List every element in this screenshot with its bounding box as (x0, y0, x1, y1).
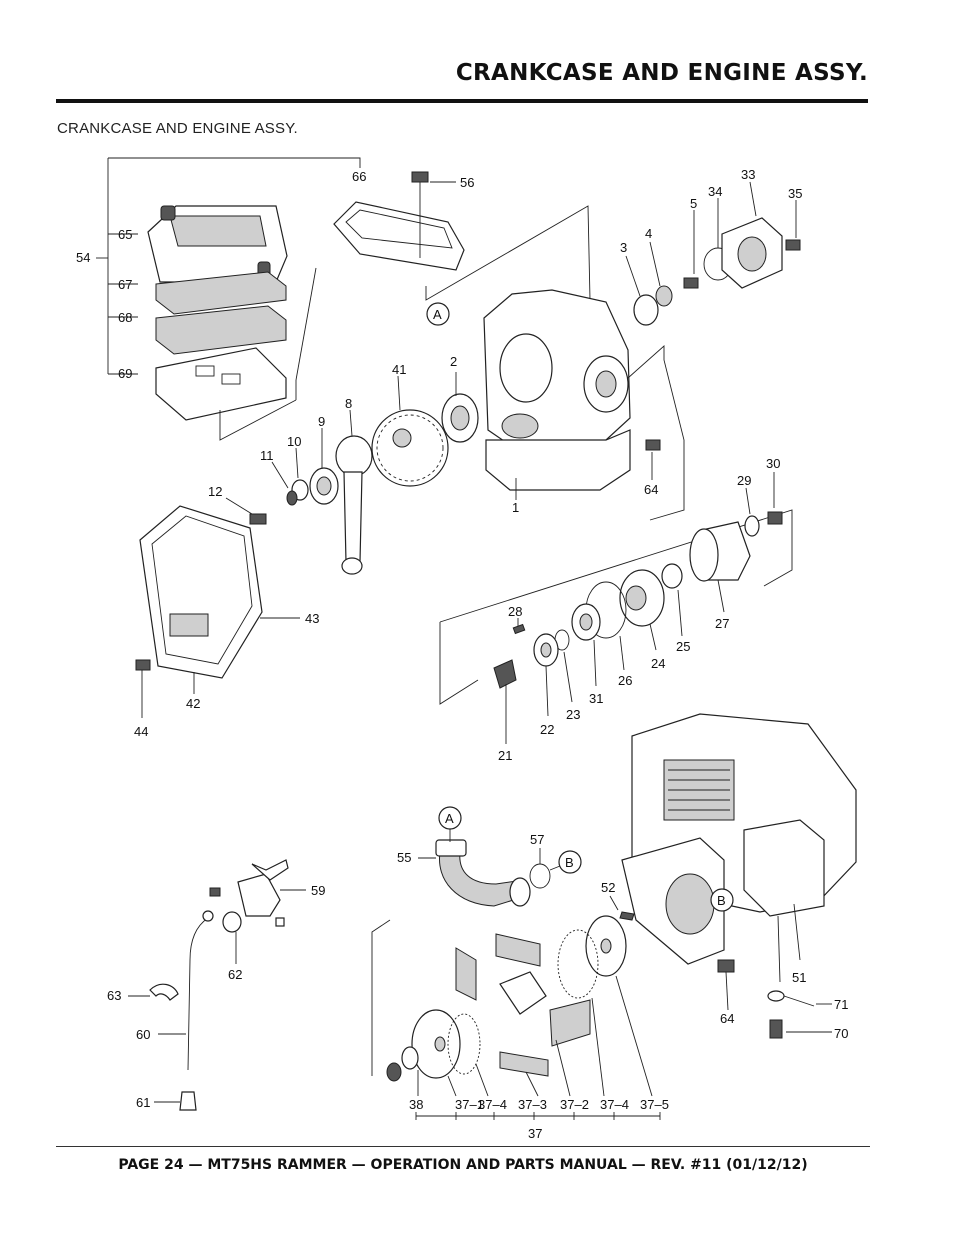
part-label: 37–1 (455, 1097, 484, 1112)
part-label: 68 (118, 310, 132, 325)
part-label: 57 (530, 832, 544, 847)
footer-divider (56, 1146, 870, 1147)
part-label: 52 (601, 880, 615, 895)
part-label: 26 (618, 673, 632, 688)
clutch-assembly (439, 472, 793, 744)
callout-markers: A A B B (426, 302, 734, 912)
part-label: 70 (834, 1026, 848, 1041)
diagram-caption: CRANKCASE AND ENGINE ASSY. (57, 120, 298, 137)
part-label: 41 (392, 362, 406, 377)
part-label: 28 (508, 604, 522, 619)
part-label: 1 (512, 500, 519, 515)
part-label: 37–2 (560, 1097, 589, 1112)
part-label: 51 (792, 970, 806, 985)
part-label: 56 (460, 175, 474, 190)
part-label: 12 (208, 484, 222, 499)
part-label: 62 (228, 967, 242, 982)
title-divider (56, 99, 868, 103)
part-label: 38 (409, 1097, 423, 1112)
part-label: 37–5 (640, 1097, 669, 1112)
part-label: 60 (136, 1027, 150, 1042)
part-label: 65 (118, 227, 132, 242)
part-label: 44 (134, 724, 148, 739)
part-label: 21 (498, 748, 512, 763)
part-label: 37 (528, 1126, 542, 1141)
part-label: 29 (737, 473, 751, 488)
part-label: 10 (287, 434, 301, 449)
part-label: 63 (107, 988, 121, 1003)
page-title: CRANKCASE AND ENGINE ASSY. (455, 60, 868, 86)
part-label: 22 (540, 722, 554, 737)
part-label: 64 (644, 482, 658, 497)
part-label: 42 (186, 696, 200, 711)
part-label: 8 (345, 396, 352, 411)
part-label: 69 (118, 366, 132, 381)
part-label: 64 (720, 1011, 734, 1026)
callout-b-clamp: B (565, 855, 574, 870)
part-label: 34 (708, 184, 722, 199)
intake-elbow-assembly (418, 828, 561, 907)
part-label: 33 (741, 167, 755, 182)
part-label: 9 (318, 414, 325, 429)
part-label: 37–4 (600, 1097, 629, 1112)
clutch-shoe-assembly (371, 915, 661, 1120)
part-label: 24 (651, 656, 665, 671)
part-label: 55 (397, 850, 411, 865)
callout-a-bottom: A (445, 811, 454, 826)
part-label: 43 (305, 611, 319, 626)
part-label: 37–4 (478, 1097, 507, 1112)
part-label: 35 (788, 186, 802, 201)
part-label: 5 (690, 196, 697, 211)
part-label: 66 (352, 169, 366, 184)
part-label: 30 (766, 456, 780, 471)
engine-assembly (609, 713, 857, 1039)
part-label: 11 (260, 448, 274, 463)
callout-a-top: A (433, 307, 442, 322)
part-label: 23 (566, 707, 580, 722)
part-label: 4 (645, 226, 652, 241)
callout-b-engine: B (717, 893, 726, 908)
part-label: 59 (311, 883, 325, 898)
part-label: 54 (76, 250, 90, 265)
part-label: 31 (589, 691, 603, 706)
part-label: 61 (136, 1095, 150, 1110)
part-label: 27 (715, 616, 729, 631)
part-label: 71 (834, 997, 848, 1012)
air-cleaner-assembly (96, 157, 465, 441)
part-label: 3 (620, 240, 627, 255)
part-label: 2 (450, 354, 457, 369)
crankcase-assembly (135, 181, 801, 718)
page-footer: PAGE 24 — MT75HS RAMMER — OPERATION AND … (118, 1157, 808, 1173)
part-number-labels: 1 2 3 4 5 8 9 10 11 12 21 22 23 24 25 26… (76, 167, 848, 1141)
fuel-and-cable-assembly (128, 859, 306, 1111)
part-label: 67 (118, 277, 132, 292)
part-label: 25 (676, 639, 690, 654)
part-label: 37–3 (518, 1097, 547, 1112)
